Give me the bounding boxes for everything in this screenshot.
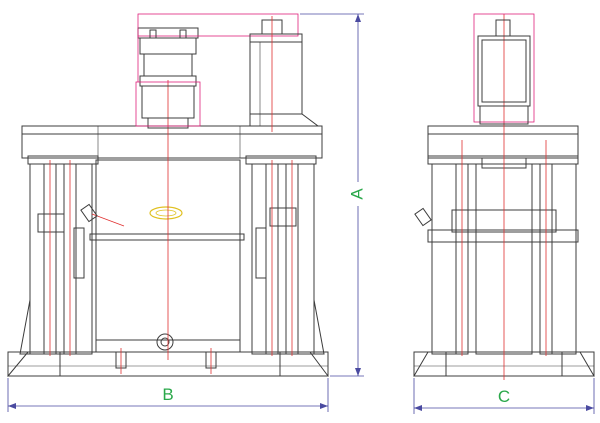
front-tank (80, 80, 245, 374)
front-left-column (19, 160, 93, 356)
side-drive-unit (473, 13, 535, 125)
front-top-beam (21, 125, 323, 165)
dimension-A: A (300, 13, 366, 377)
dimension-B: B (7, 378, 329, 412)
front-hopper (249, 16, 320, 132)
dimension-label-b: B (162, 385, 173, 404)
drain-valve-icon (156, 333, 174, 351)
dimension-label-a: A (347, 188, 366, 200)
side-top-beam (427, 125, 579, 169)
side-frame (414, 14, 579, 380)
sight-glass-icon (149, 206, 183, 220)
dimension-C: C (413, 378, 595, 414)
front-drive-unit (135, 13, 299, 129)
front-right-column (251, 160, 325, 356)
side-view (413, 13, 595, 380)
dimension-label-c: C (498, 387, 510, 406)
front-view (6, 13, 329, 377)
